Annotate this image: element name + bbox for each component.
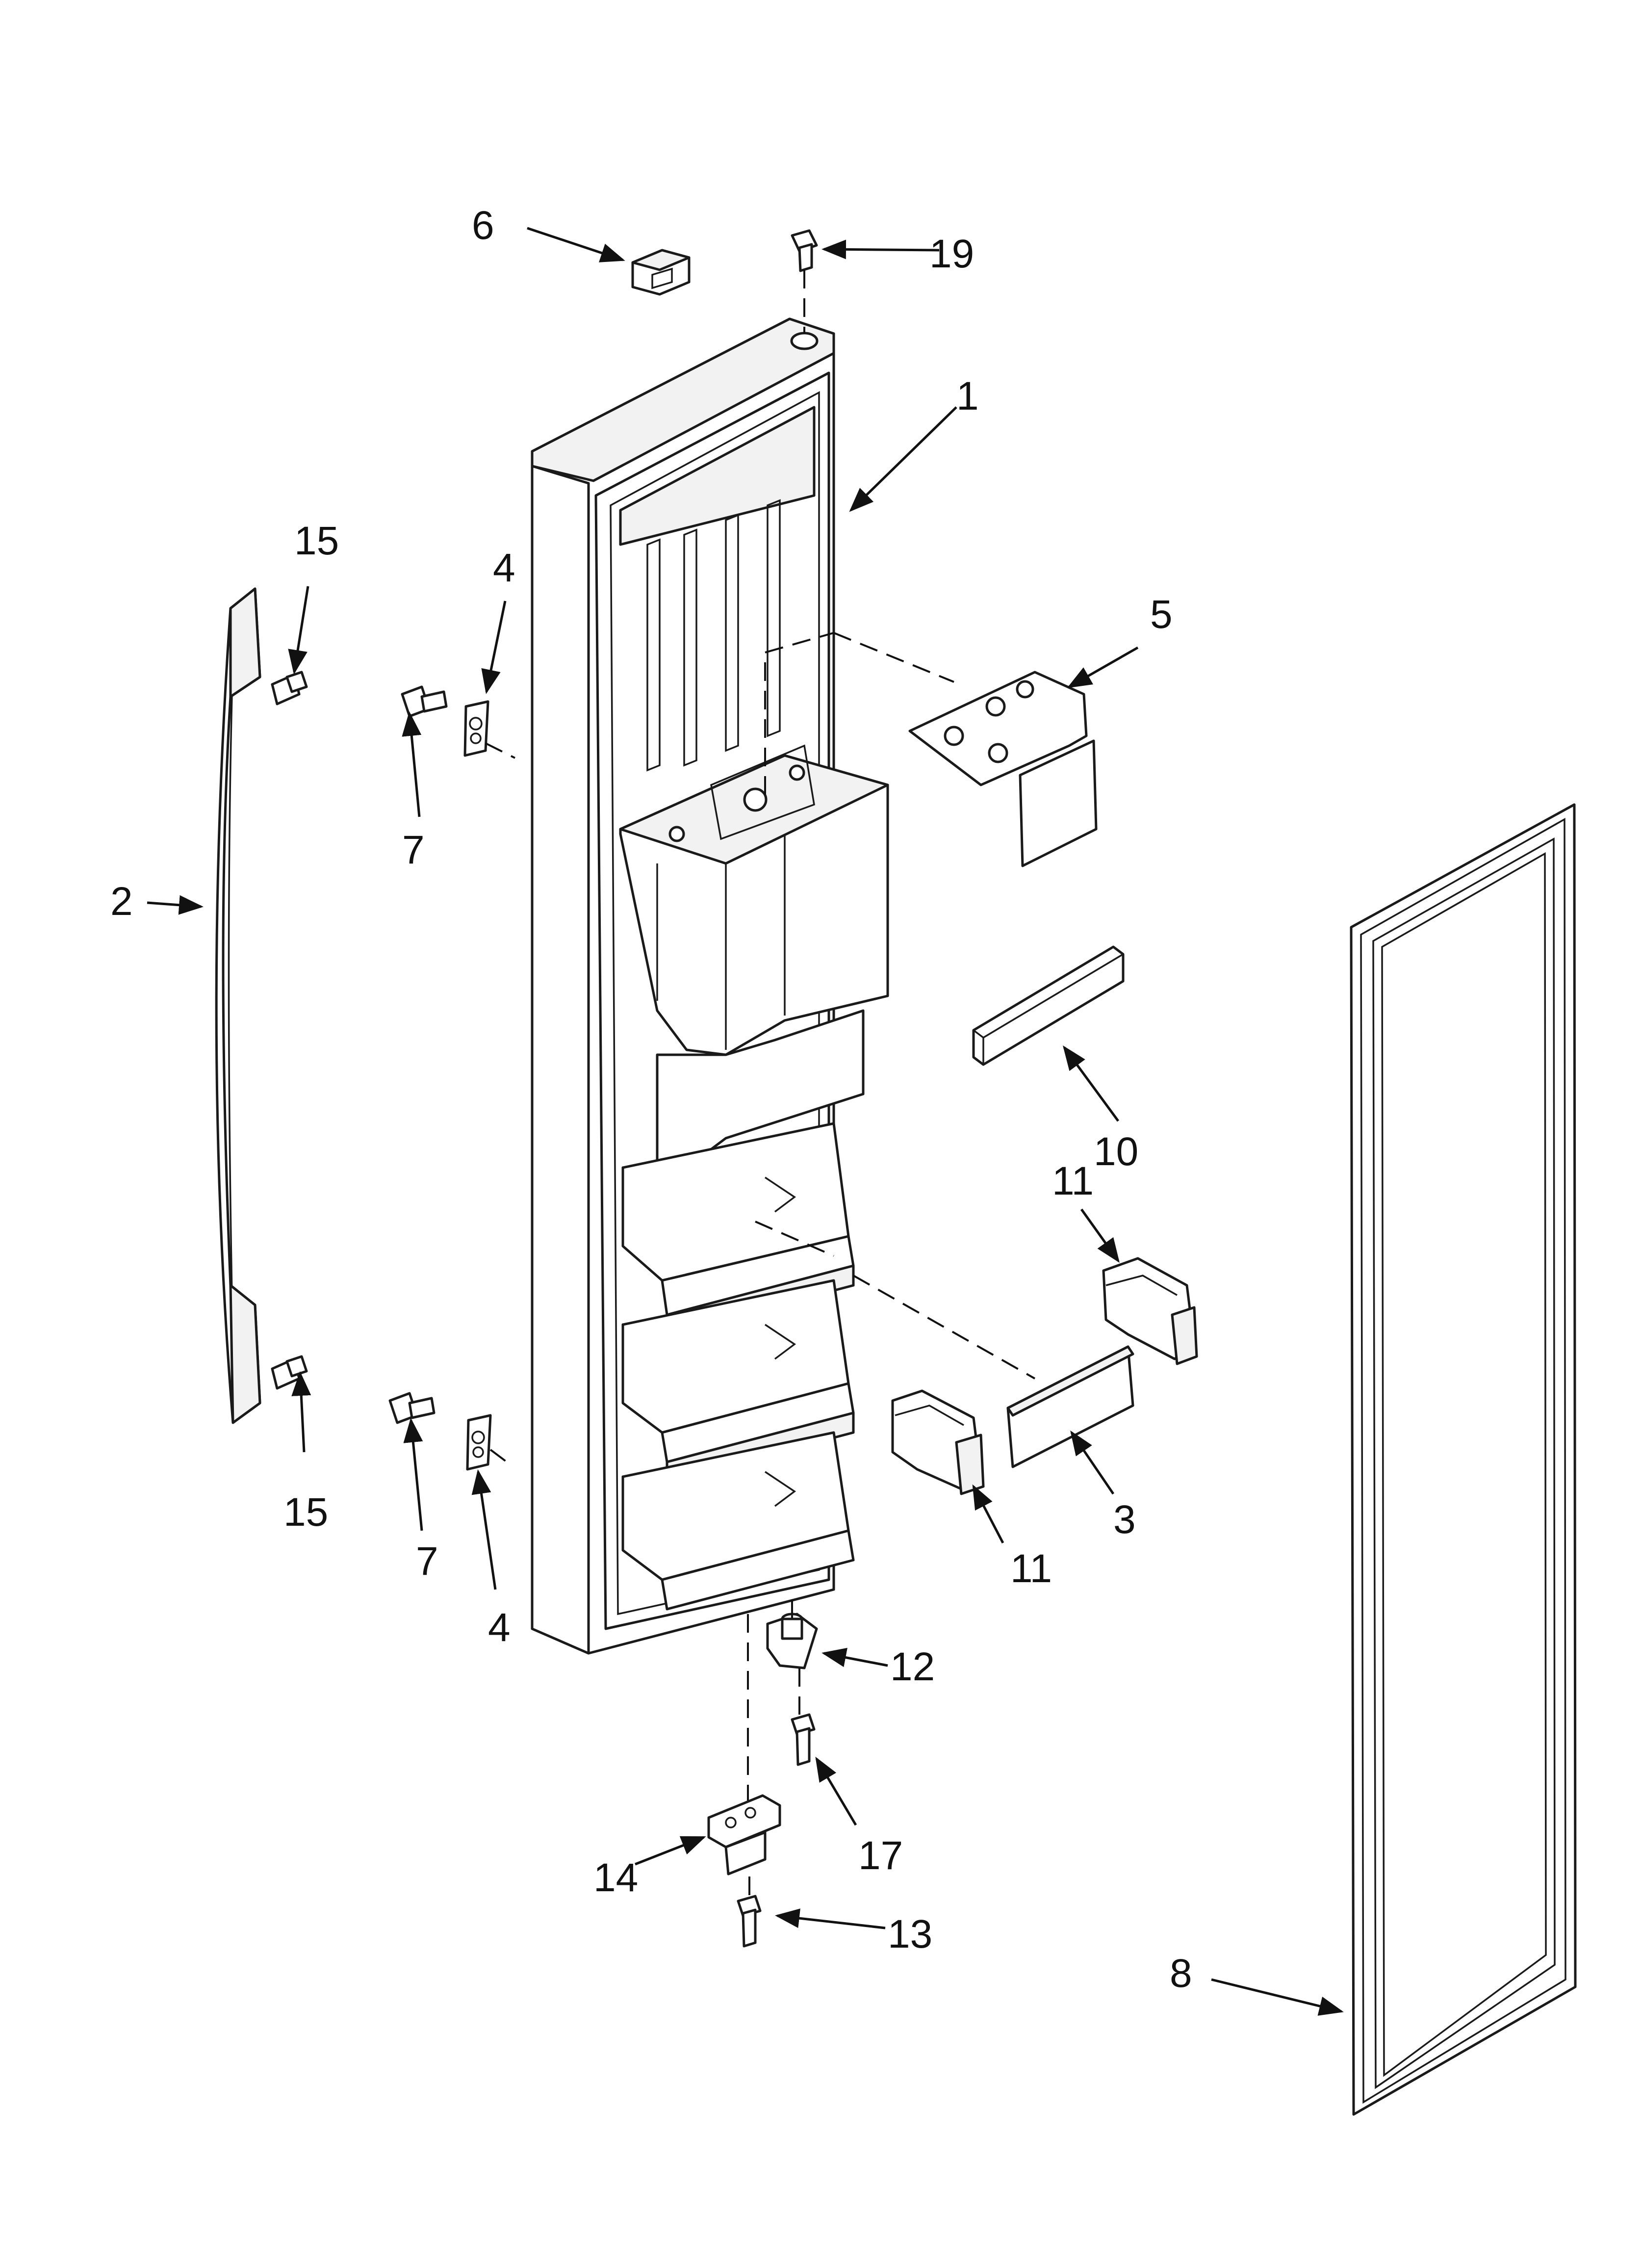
bin-rail bbox=[972, 945, 1125, 1066]
callout-6: 6 bbox=[472, 203, 494, 248]
callout-15-lower: 15 bbox=[283, 1490, 328, 1535]
shelf-end-cap-right bbox=[1102, 1257, 1198, 1365]
callout-11-lower: 11 bbox=[1010, 1546, 1052, 1591]
callout-3: 3 bbox=[1113, 1497, 1136, 1542]
callout-1: 1 bbox=[956, 374, 979, 418]
shelf-end-cap-left bbox=[891, 1389, 985, 1495]
top-hinge-screw bbox=[791, 229, 818, 272]
handle-clip-upper bbox=[463, 700, 489, 757]
door-assembly bbox=[531, 317, 889, 1655]
clip-screw-upper bbox=[401, 685, 448, 718]
handle-clip-lower bbox=[466, 1414, 492, 1471]
callout-5: 5 bbox=[1150, 592, 1173, 637]
callout-19: 19 bbox=[929, 232, 974, 276]
callout-2: 2 bbox=[110, 879, 133, 924]
callout-11-upper: 11 bbox=[1052, 1159, 1094, 1203]
handle-screw-upper bbox=[271, 671, 308, 705]
assembly-lines bbox=[485, 270, 1035, 1896]
callout-13: 13 bbox=[888, 1912, 932, 1956]
clip-screw-lower bbox=[388, 1392, 436, 1424]
bracket-screw bbox=[737, 1895, 762, 1948]
callout-12: 12 bbox=[890, 1644, 935, 1689]
callout-7-lower: 7 bbox=[416, 1539, 438, 1584]
callout-8: 8 bbox=[1170, 1951, 1192, 1996]
shelf-trim-bar bbox=[1006, 1345, 1134, 1468]
hinge-screw bbox=[791, 1713, 816, 1766]
door-gasket bbox=[1350, 803, 1577, 2116]
callout-17: 17 bbox=[858, 1833, 903, 1878]
lower-hinge-pin bbox=[766, 1613, 818, 1669]
door-bins bbox=[621, 1122, 855, 1611]
door-handle bbox=[215, 587, 261, 1424]
callout-7-upper: 7 bbox=[402, 828, 425, 872]
callout-15-upper: 15 bbox=[294, 519, 339, 563]
lower-hinge-bracket bbox=[707, 1794, 781, 1876]
callout-labels: 6 19 1 5 15 4 7 2 10 11 15 7 4 3 11 12 1… bbox=[110, 203, 1192, 1996]
callout-14: 14 bbox=[593, 1855, 638, 1900]
callout-4-lower: 4 bbox=[488, 1605, 511, 1650]
dispenser-bracket bbox=[908, 671, 1098, 867]
callout-4-upper: 4 bbox=[493, 546, 515, 590]
callout-10: 10 bbox=[1094, 1129, 1138, 1174]
leader-arrows bbox=[147, 227, 1344, 2016]
door-stop-block bbox=[631, 249, 691, 296]
